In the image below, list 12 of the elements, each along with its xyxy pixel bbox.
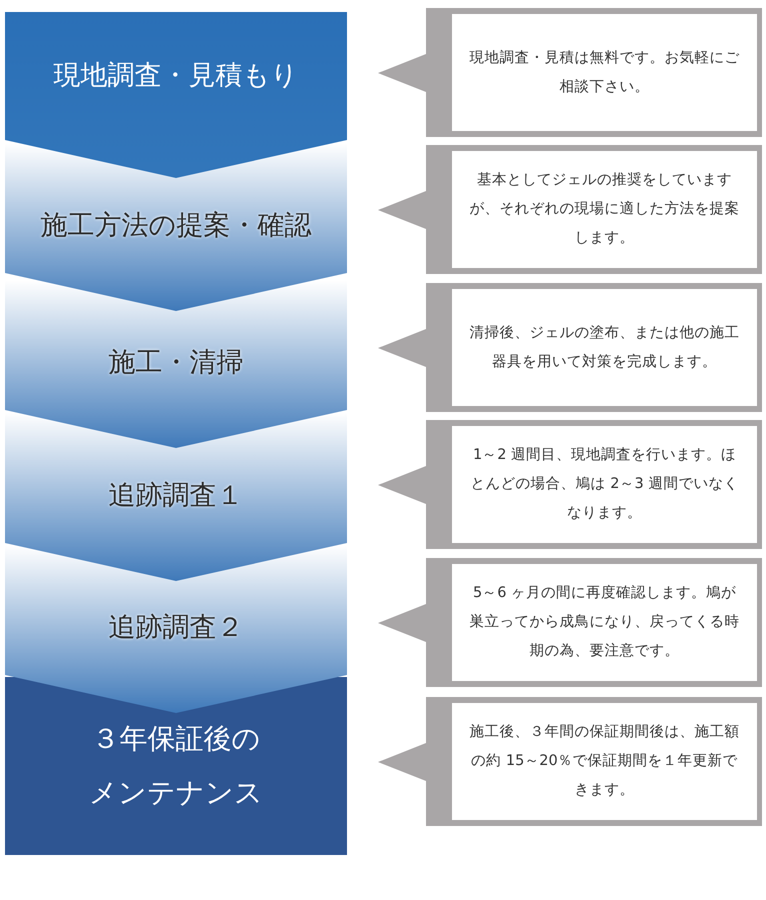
step-label: 追跡調査１ — [108, 478, 244, 512]
callout-text: 基本としてジェルの推奨をしていますが、それぞれの現場に適した方法を提案します。 — [468, 171, 740, 248]
step-label: 施工方法の提案・確認 — [40, 209, 312, 243]
step-label: 追跡調査２ — [108, 611, 244, 645]
callout-text: 1～2 週間目、現地調査を行います。ほとんどの場合、鳩は 2～3 週間でいなくなります。 — [470, 446, 740, 523]
callout-text: 清掃後、ジェルの塗布、または他の施工器具を用いて対策を完成します。 — [468, 324, 740, 372]
callout-text: 施工後、３年間の保証期間後は、施工額の約 15～20％で保証期間を１年更新できます。 — [468, 723, 740, 800]
step-label: 現地調査・見積もり — [54, 59, 298, 93]
callout-text: 現地調査・見積は無料です。お気軽にご相談下さい。 — [468, 48, 740, 96]
step-label: ３年保証後のメンテナンス — [88, 721, 264, 811]
callout-text: 5～6 ヶ月の間に再度確認します。鳩が巣立ってから成鳥になり、戻ってくる時期の為、要注意です。 — [468, 584, 740, 661]
step-label: 施工・清掃 — [108, 346, 244, 380]
